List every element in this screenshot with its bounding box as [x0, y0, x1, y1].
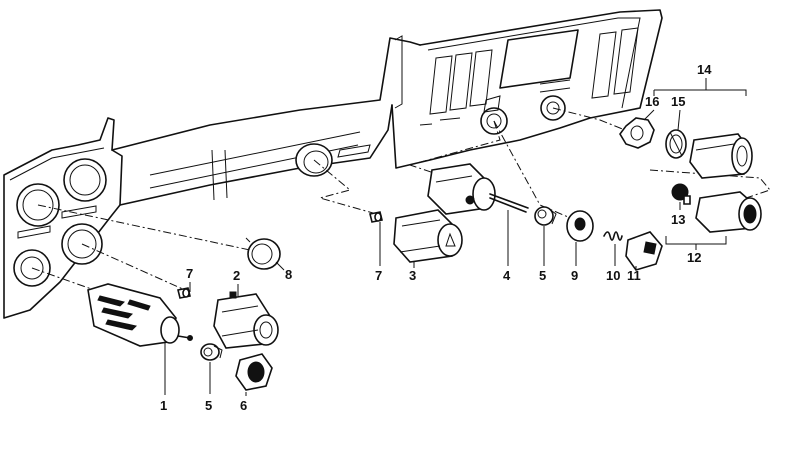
callout-5-right: 5: [539, 268, 546, 283]
callout-11: 11: [627, 268, 641, 283]
part-5-holder-left: [200, 343, 223, 361]
part-3-hazard-switch: [393, 209, 463, 263]
callout-3: 3: [409, 268, 416, 283]
part-13-small-socket: [671, 183, 691, 205]
part-9-ring: [566, 210, 594, 242]
callout-6: 6: [240, 398, 247, 413]
callout-1: 1: [160, 398, 167, 413]
part-11-knob: [625, 231, 663, 271]
part-1-switch: [87, 283, 193, 347]
part-6-knob: [235, 353, 273, 391]
part-4-rotary-switch: [427, 163, 529, 215]
dashboard-panel: [3, 9, 663, 319]
callout-8: 8: [285, 267, 292, 282]
callout-14: 14: [697, 62, 712, 77]
callout-10: 10: [606, 268, 620, 283]
part-16-star-nut: [619, 117, 655, 149]
callout-9: 9: [571, 268, 578, 283]
callout-2: 2: [233, 268, 240, 283]
part-15-spring-coil: [665, 129, 687, 159]
part-8-bezel-ring: [245, 237, 281, 270]
part-7-bulb-right: [369, 211, 383, 223]
part-5-holder-right: [534, 206, 557, 226]
leader-lines: [164, 78, 747, 396]
part-10-spring: [603, 231, 623, 241]
callout-13: 13: [671, 212, 685, 227]
callout-4: 4: [503, 268, 511, 283]
part-2-push-switch: [213, 291, 279, 349]
callout-7-left: 7: [186, 266, 193, 281]
callout-15: 15: [671, 94, 685, 109]
part-7-bulb-left: [177, 287, 191, 299]
callout-7-right: 7: [375, 268, 382, 283]
callout-5-left: 5: [205, 398, 212, 413]
callout-12: 12: [687, 250, 701, 265]
part-14-lighter-socket: [689, 133, 753, 179]
part-12-lighter-insert: [695, 191, 762, 233]
callout-labels: 1 2 3 4 5 5 6 7 7 8 9 10 11 12 13 14 15 …: [160, 62, 712, 413]
callout-16: 16: [645, 94, 659, 109]
